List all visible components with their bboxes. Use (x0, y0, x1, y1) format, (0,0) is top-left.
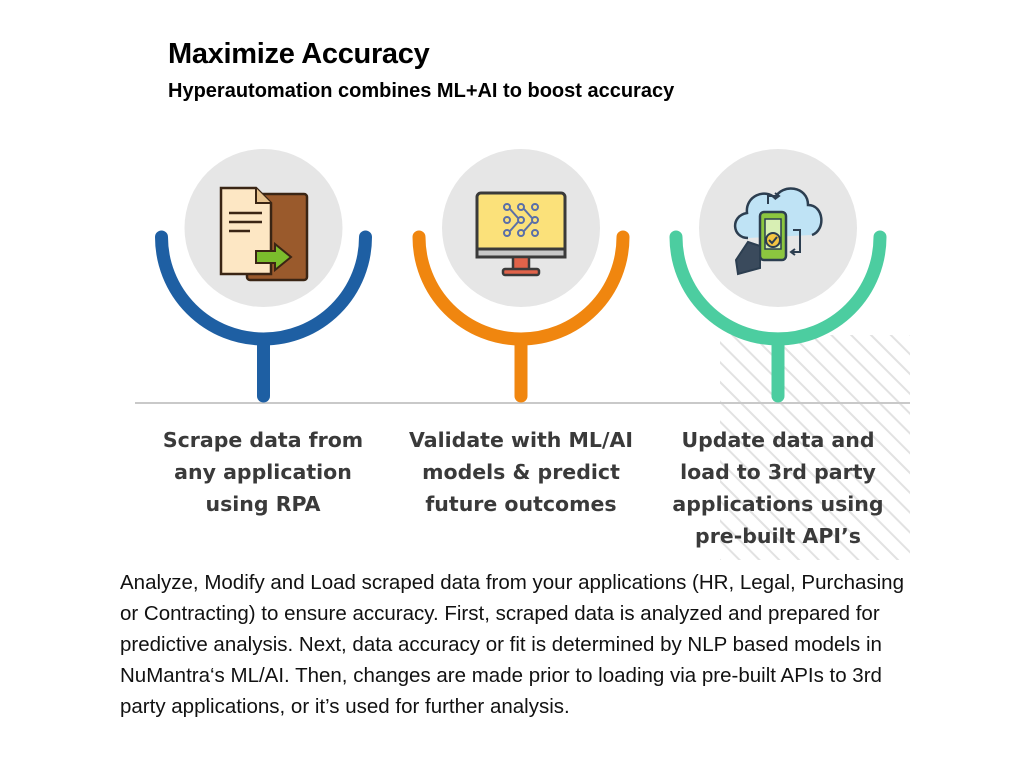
document-transfer-icon (219, 186, 309, 282)
step-1-node (155, 149, 372, 403)
step-3-label: Update data and load to 3rd party applic… (672, 428, 884, 548)
process-diagram (135, 149, 910, 560)
step-2-label: Validate with ML/AI models & predict fut… (409, 428, 633, 516)
description-paragraph: Analyze, Modify and Load scraped data fr… (120, 571, 904, 718)
hatch-background (720, 335, 910, 560)
step-2-node (412, 149, 630, 403)
monitor-network-icon (475, 191, 567, 277)
step-1-label: Scrape data from any application using R… (162, 428, 364, 516)
slide-subtitle: Hyperautomation combines ML+AI to boost … (168, 80, 675, 102)
slide-title: Maximize Accuracy (168, 38, 430, 70)
cloud-phone-sync-icon (733, 187, 823, 276)
step-3-node (669, 149, 887, 403)
